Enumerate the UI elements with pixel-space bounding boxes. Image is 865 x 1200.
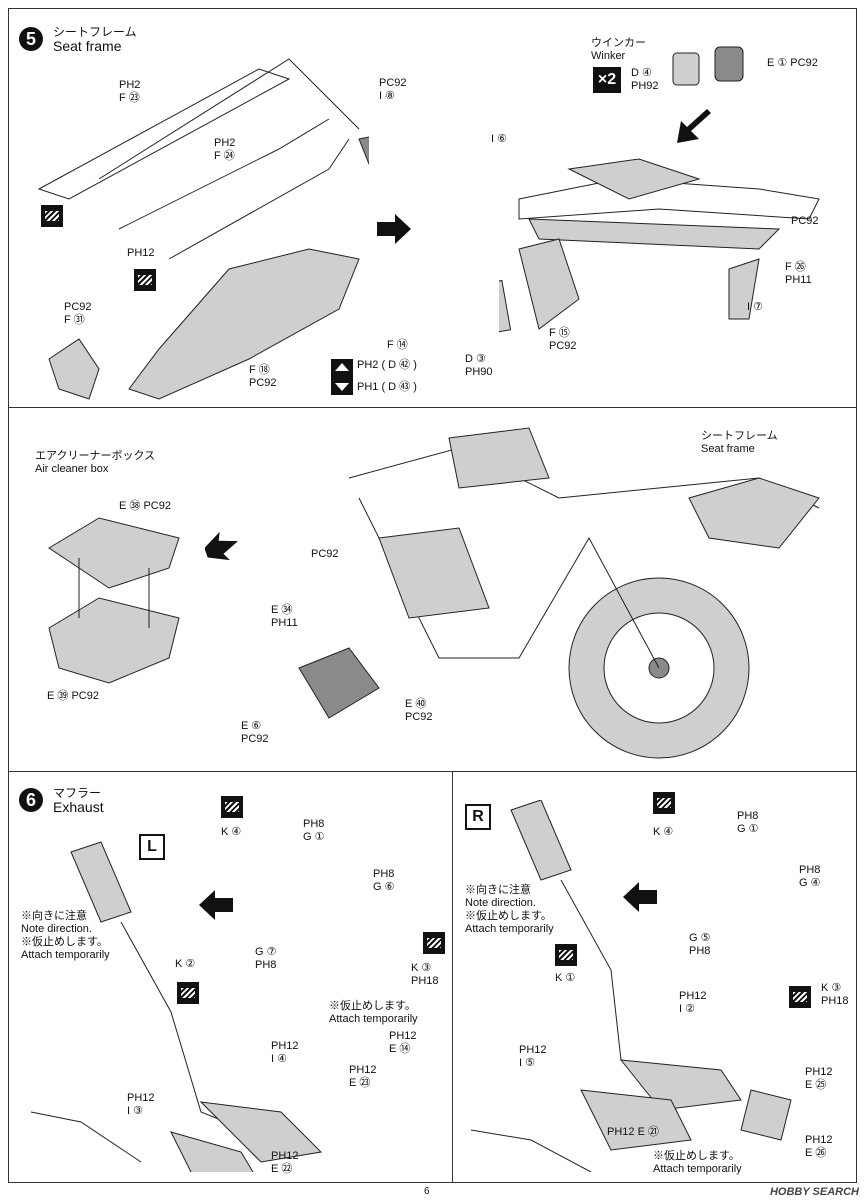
right-arrow-icon-2 <box>205 531 238 561</box>
air-cleaner-box-drawing <box>48 517 180 684</box>
label-k2: K ② <box>175 958 196 970</box>
left-arrow-icon <box>199 890 233 920</box>
label-k1: K ① <box>555 972 576 984</box>
winker-parts-drawing <box>672 46 744 86</box>
cement-icon-7 <box>653 792 675 814</box>
cement-icon-6 <box>555 944 577 966</box>
decal-icon <box>331 359 353 395</box>
step-number-5: 5 <box>19 27 43 51</box>
right-side-marker: R <box>465 804 491 830</box>
left-note-temporary-2: ※仮止めします。Attach temporarily <box>329 1000 418 1025</box>
step6-title-jp: マフラー <box>53 786 102 800</box>
label-k4-right: K ④ <box>653 826 674 838</box>
label-pc92-right: PC92 <box>791 215 819 227</box>
step5-title-en: Seat frame <box>53 38 122 54</box>
right-note-temporary-2: ※仮止めします。Attach temporarily <box>653 1150 742 1175</box>
left-side-marker: L <box>139 834 165 860</box>
label-ph12-e21: PH12 E ㉑ <box>607 1126 659 1138</box>
motorcycle-assembly-drawing <box>298 427 820 759</box>
label-ph1-d43: PH1 ( D ㊸ ) <box>357 381 417 393</box>
label-e39-pc92: E ㊴ PC92 <box>47 690 99 702</box>
label-pc92-mid: PC92 <box>311 548 339 560</box>
label-e1-pc92: E ① PC92 <box>767 57 818 69</box>
step6-title-en: Exhaust <box>53 799 104 815</box>
label-i7: I ⑦ <box>747 301 763 313</box>
step6-title: マフラー Exhaust <box>53 786 104 815</box>
label-e38-pc92: E ㊳ PC92 <box>119 500 171 512</box>
step5-title: シートフレーム Seat frame <box>53 25 137 54</box>
left-muffler-drawing <box>30 841 323 1172</box>
label-f14: F ⑭ <box>387 339 408 351</box>
label-k4-left: K ④ <box>221 826 242 838</box>
cement-icon-1 <box>41 205 63 227</box>
left-note-temporary: ※仮止めします。Attach temporarily <box>21 936 110 961</box>
right-arrow-icon <box>377 214 411 244</box>
cement-icon-5 <box>423 932 445 954</box>
seat-frame-assembled-drawing <box>499 158 820 341</box>
label-ph12: PH12 <box>127 247 155 259</box>
cement-icon-4 <box>221 796 243 818</box>
cement-icon-2 <box>134 269 156 291</box>
label-i6: I ⑥ <box>491 133 507 145</box>
watermark-logo: HOBBY SEARCH <box>769 1186 859 1198</box>
seat-frame-exploded-drawing <box>37 58 369 400</box>
cement-icon-8 <box>789 986 811 1008</box>
right-muffler-drawing <box>470 800 792 1172</box>
page-number: 6 <box>424 1186 430 1197</box>
step5-title-jp: シートフレーム <box>53 25 137 39</box>
left-arrow-icon-2 <box>623 882 657 912</box>
label-ph2-d42: PH2 ( D ㊷ ) <box>357 359 417 371</box>
step-number-6: 6 <box>19 788 43 812</box>
times-two-badge: ×2 <box>593 67 621 93</box>
right-note-temporary: ※仮止めします。Attach temporarily <box>465 910 554 935</box>
panel-divider <box>452 772 453 1182</box>
cement-icon-3 <box>177 982 199 1004</box>
down-left-arrow-icon <box>677 109 711 143</box>
